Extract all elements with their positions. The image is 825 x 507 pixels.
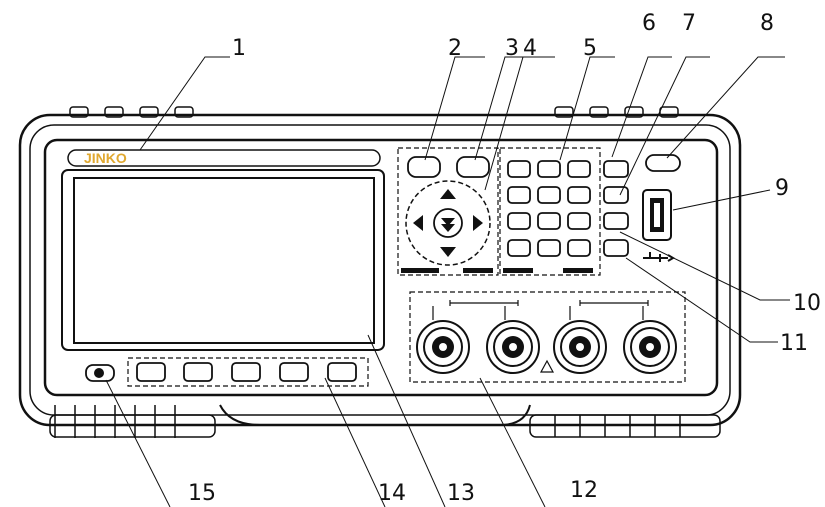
brand-label-strip: JINKO <box>67 149 381 167</box>
callout-15: 15 <box>188 481 216 506</box>
callout-11: 11 <box>780 331 808 356</box>
terminal-1 <box>416 320 470 374</box>
leader-lines <box>105 56 790 507</box>
callout-6: 6 <box>642 11 656 36</box>
callout-10: 10 <box>793 291 821 316</box>
terminal-4 <box>623 320 677 374</box>
cursor-keypad <box>397 147 499 276</box>
callout-9: 9 <box>775 176 789 201</box>
callout-12: 12 <box>570 478 598 503</box>
warning-triangle-icon <box>539 359 555 373</box>
callout-2: 2 <box>448 36 462 61</box>
usb-icon <box>643 252 675 262</box>
usb-port <box>642 189 675 262</box>
power-switch <box>85 364 115 382</box>
brand-text: JINKO <box>84 150 127 166</box>
terminal-2 <box>486 320 540 374</box>
lcd-screen <box>61 169 385 351</box>
callout-labels: 1 2 3 4 5 6 7 8 9 10 11 12 13 14 15 <box>188 11 821 506</box>
callout-13: 13 <box>447 481 475 506</box>
callout-5: 5 <box>583 36 597 61</box>
terminal-3 <box>553 320 607 374</box>
callout-1: 1 <box>232 36 246 61</box>
soft-keys <box>127 357 369 387</box>
callout-3: 3 <box>505 36 519 61</box>
top-right-key-8 <box>645 154 681 172</box>
callout-7: 7 <box>682 11 696 36</box>
test-terminals <box>409 291 686 383</box>
numeric-keypad <box>499 147 601 276</box>
callout-14: 14 <box>378 481 406 506</box>
side-keys <box>603 160 629 257</box>
callout-4: 4 <box>523 36 537 61</box>
callout-8: 8 <box>760 11 774 36</box>
instrument-body <box>18 106 742 438</box>
